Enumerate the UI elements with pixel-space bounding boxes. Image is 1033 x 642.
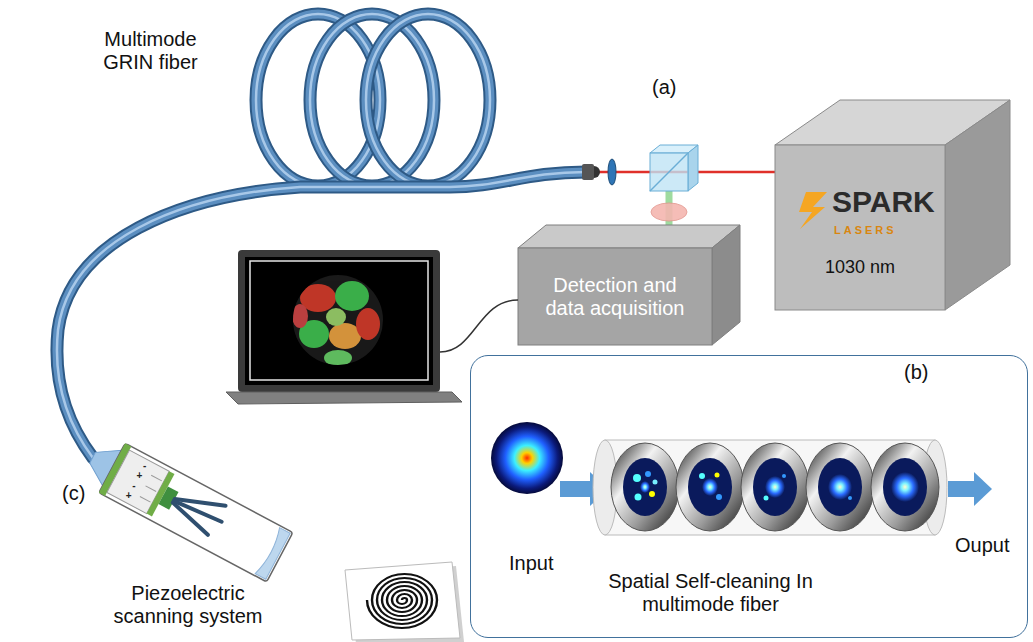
inset-panel: (b) InputSpatial Self-cleaning In multimo… bbox=[470, 355, 1028, 638]
piezo-scanner bbox=[79, 433, 292, 582]
laser-housing bbox=[775, 100, 1010, 310]
fiber-label: Multimode GRIN fiber bbox=[88, 28, 213, 74]
electrode-sign: - bbox=[143, 461, 146, 471]
spiral-pattern bbox=[345, 562, 464, 642]
wavelength-label: 1030 nm bbox=[775, 257, 945, 278]
scanner-label: Piezoelectric scanning system bbox=[108, 582, 268, 628]
panel-caption: Spatial Self-cleaning In multimode fiber bbox=[608, 570, 813, 616]
part-letter: (c) bbox=[62, 482, 85, 505]
free-space-optics bbox=[582, 145, 775, 226]
input-label: Input bbox=[509, 552, 553, 575]
electrode-sign: - bbox=[132, 481, 135, 491]
brand-subtitle: LASERS bbox=[834, 225, 897, 236]
laptop bbox=[226, 250, 518, 404]
process-box: Detection and data acquisition bbox=[518, 248, 712, 345]
part-letter: (a) bbox=[652, 76, 676, 99]
output-label: Ouput bbox=[955, 534, 1009, 557]
self-cleaning-illustration bbox=[491, 422, 992, 535]
panel-letter: (b) bbox=[904, 361, 928, 384]
electrode-sign: + bbox=[137, 471, 143, 481]
electrode-sign: + bbox=[126, 491, 132, 501]
brand-name: SPARK bbox=[832, 187, 935, 217]
box-label: Detection and data acquisition bbox=[533, 274, 698, 320]
detector-housing bbox=[518, 225, 740, 345]
fiber-coil bbox=[57, 14, 586, 458]
laser-box: SPARK LASERS 1030 nm bbox=[775, 145, 945, 310]
